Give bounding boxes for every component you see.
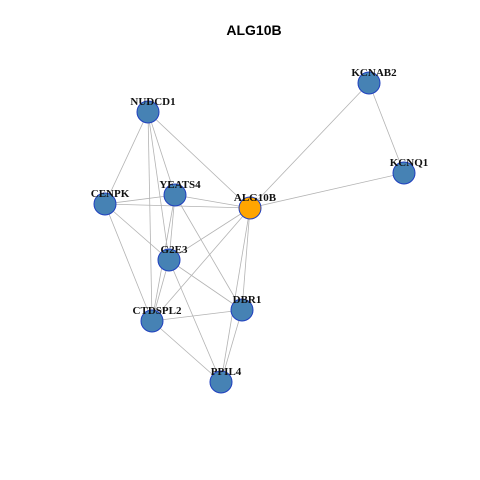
edge-ctdspl2-alg10b [151, 207, 251, 322]
diagram-title: ALG10B [226, 22, 281, 38]
node-label-kcnq1: KCNQ1 [390, 157, 429, 169]
edge-nudcd1-ctdspl2 [147, 111, 153, 322]
node-label-yeats4: YEATS4 [159, 179, 201, 191]
node-cenpk[interactable] [93, 192, 117, 216]
node-ctdspl2[interactable] [140, 309, 164, 333]
edge-nudcd1-g2e3 [147, 111, 170, 261]
edge-nudcd1-cenpk [104, 111, 149, 205]
node-label-kcnab2: KCNAB2 [351, 67, 397, 79]
node-label-nudcd1: NUDCD1 [130, 96, 175, 108]
edge-nudcd1-yeats4 [147, 111, 176, 196]
node-g2e3[interactable] [157, 248, 181, 272]
node-yeats4[interactable] [163, 183, 187, 207]
node-kcnq1[interactable] [392, 161, 416, 185]
edge-g2e3-ppil4 [168, 259, 222, 383]
edge-yeats4-cenpk [104, 194, 176, 205]
edge-yeats4-alg10b [174, 194, 251, 209]
edge-kcnq1-alg10b [249, 172, 405, 209]
node-label-ctdspl2: CTDSPL2 [133, 305, 182, 317]
node-label-dbr1: DBR1 [233, 294, 262, 306]
edge-g2e3-alg10b [168, 207, 251, 261]
edge-g2e3-dbr1 [168, 259, 243, 311]
node-label-g2e3: G2E3 [161, 244, 188, 256]
node-kcnab2[interactable] [357, 71, 381, 95]
edge-kcnab2-kcnq1 [368, 82, 405, 174]
edge-ppil4-alg10b [220, 207, 251, 383]
edge-cenpk-g2e3 [104, 203, 170, 261]
node-layer [93, 71, 416, 394]
node-ppil4[interactable] [209, 370, 233, 394]
node-nudcd1[interactable] [136, 100, 160, 124]
edge-ctdspl2-dbr1 [151, 309, 243, 322]
node-label-cenpk: CENPK [91, 188, 130, 200]
node-dbr1[interactable] [230, 298, 254, 322]
edge-ctdspl2-ppil4 [151, 320, 222, 383]
edge-yeats4-dbr1 [174, 194, 243, 311]
edge-nudcd1-alg10b [147, 111, 251, 209]
node-alg10b[interactable] [238, 196, 262, 220]
node-label-alg10b: ALG10B [234, 192, 277, 204]
edge-kcnab2-alg10b [249, 82, 370, 209]
edge-dbr1-alg10b [241, 207, 251, 311]
edge-cenpk-ctdspl2 [104, 203, 153, 322]
edge-dbr1-ppil4 [220, 309, 243, 383]
node-label-ppil4: PPIL4 [211, 366, 242, 378]
